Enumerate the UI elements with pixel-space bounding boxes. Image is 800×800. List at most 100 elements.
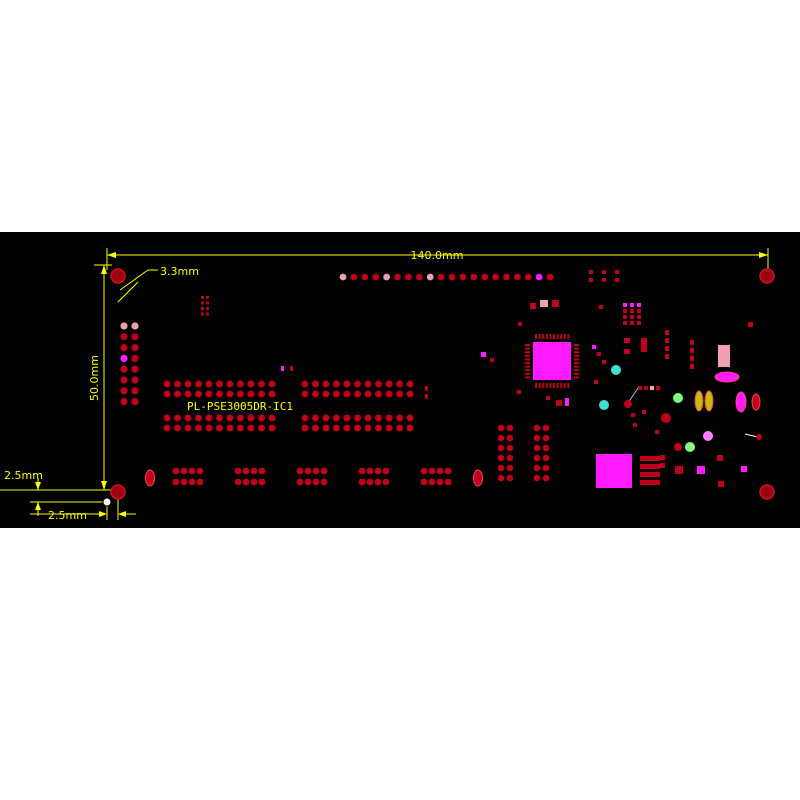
smd-pad — [530, 303, 536, 309]
connector-pin — [385, 424, 393, 432]
smd-pad — [624, 349, 630, 354]
smd-pad — [206, 296, 209, 299]
smd-pad — [741, 466, 747, 472]
header-pin — [415, 273, 423, 281]
header-pin — [383, 273, 390, 281]
ic-pin — [563, 383, 566, 388]
connector-pin — [301, 390, 309, 398]
smd-pad — [637, 321, 641, 325]
oval-pad — [751, 393, 761, 411]
connector-pin — [375, 424, 382, 432]
smd-pad — [697, 466, 705, 474]
smd-pad — [597, 352, 601, 356]
connector-pin — [343, 424, 351, 432]
smd-pad — [630, 315, 634, 319]
connector-pin — [247, 424, 255, 432]
connector-pin — [396, 414, 403, 422]
bottom-connector-pin — [420, 467, 428, 475]
connector-pin — [312, 390, 319, 398]
bottom-connector-pin — [444, 478, 452, 486]
arrow-offset-x-right — [118, 511, 126, 517]
ic-pin — [525, 344, 530, 346]
header-pin — [372, 273, 380, 281]
bottom-connector-pin — [188, 467, 196, 475]
pin-block-pin — [533, 434, 541, 442]
smd-pad — [717, 455, 723, 461]
oval-pad — [735, 391, 747, 413]
connector-pin — [216, 390, 223, 398]
smd-pad — [690, 364, 694, 369]
dimension-arrows — [35, 252, 768, 517]
ic-pin — [545, 334, 548, 339]
smd-pad — [589, 278, 593, 282]
ic-pin — [549, 383, 552, 388]
connector-pin — [406, 380, 414, 388]
smd-pad — [623, 321, 627, 325]
left-connector-pin — [131, 333, 139, 341]
smd-pad — [425, 386, 428, 391]
connector-pin — [205, 380, 213, 388]
left-connector-pin — [120, 365, 128, 373]
header-pin — [448, 273, 456, 281]
pcb-components — [110, 268, 775, 500]
connector-pin — [226, 380, 234, 388]
height-label: 50.0mm — [88, 355, 101, 401]
smd-pad — [594, 380, 598, 384]
smd-pad — [602, 270, 606, 274]
header-pin — [535, 273, 543, 281]
smd-pad — [637, 315, 641, 319]
smd-pad — [665, 330, 669, 335]
connector-pin — [226, 390, 234, 398]
bottom-oval-pad — [473, 469, 483, 487]
bottom-connector-pin — [320, 467, 328, 475]
connector-pin — [195, 390, 202, 398]
connector-pin — [333, 380, 340, 388]
pin-block-pin — [497, 464, 505, 472]
ic-pin — [574, 358, 579, 361]
connector-pin — [184, 390, 192, 398]
header-pin — [339, 273, 347, 281]
pin-block-pin — [542, 434, 550, 442]
bottom-connector-pin — [320, 478, 328, 486]
offset-x-label: 2.5mm — [48, 509, 87, 522]
ic-pin — [525, 362, 530, 364]
arrow-width-right — [759, 252, 768, 258]
connector-pin — [343, 380, 351, 388]
ic-pin — [574, 344, 579, 346]
bottom-connector-pin — [444, 467, 452, 475]
connector-pin — [333, 390, 340, 398]
connector-pin — [406, 390, 414, 398]
hole-leader-1 — [119, 269, 149, 291]
bottom-connector-pin — [258, 467, 266, 475]
smd-pad — [206, 307, 209, 310]
header-pin — [459, 273, 467, 281]
left-connector-pin — [120, 344, 128, 352]
connector-pin — [163, 424, 171, 432]
smd-pad — [641, 338, 647, 352]
arrow-height-bottom — [101, 481, 107, 490]
smd-pad — [206, 301, 209, 305]
pin-block-pin — [506, 454, 514, 462]
test-lead — [744, 433, 759, 438]
pin-block-pin — [506, 464, 514, 472]
connector-pin — [343, 390, 351, 398]
main-ic-body — [533, 342, 571, 380]
pin-block-pin — [533, 474, 541, 482]
connector-pin — [396, 380, 403, 388]
pin-block-pin — [533, 424, 541, 432]
smd-pad — [565, 398, 569, 406]
connector-pin — [184, 424, 192, 432]
smd-pad — [623, 309, 627, 313]
bottom-connector-pin — [180, 467, 188, 475]
left-connector-pin — [120, 333, 128, 341]
test-point — [611, 365, 621, 375]
smd-pad — [624, 338, 630, 343]
connector-pin — [258, 380, 265, 388]
ic-pin — [553, 334, 555, 339]
arrow-offset-y-bottom — [35, 502, 41, 510]
smd-pad — [665, 338, 669, 343]
smd-pad — [623, 303, 627, 307]
connector-pin — [354, 390, 361, 398]
smd-pad — [546, 396, 550, 400]
